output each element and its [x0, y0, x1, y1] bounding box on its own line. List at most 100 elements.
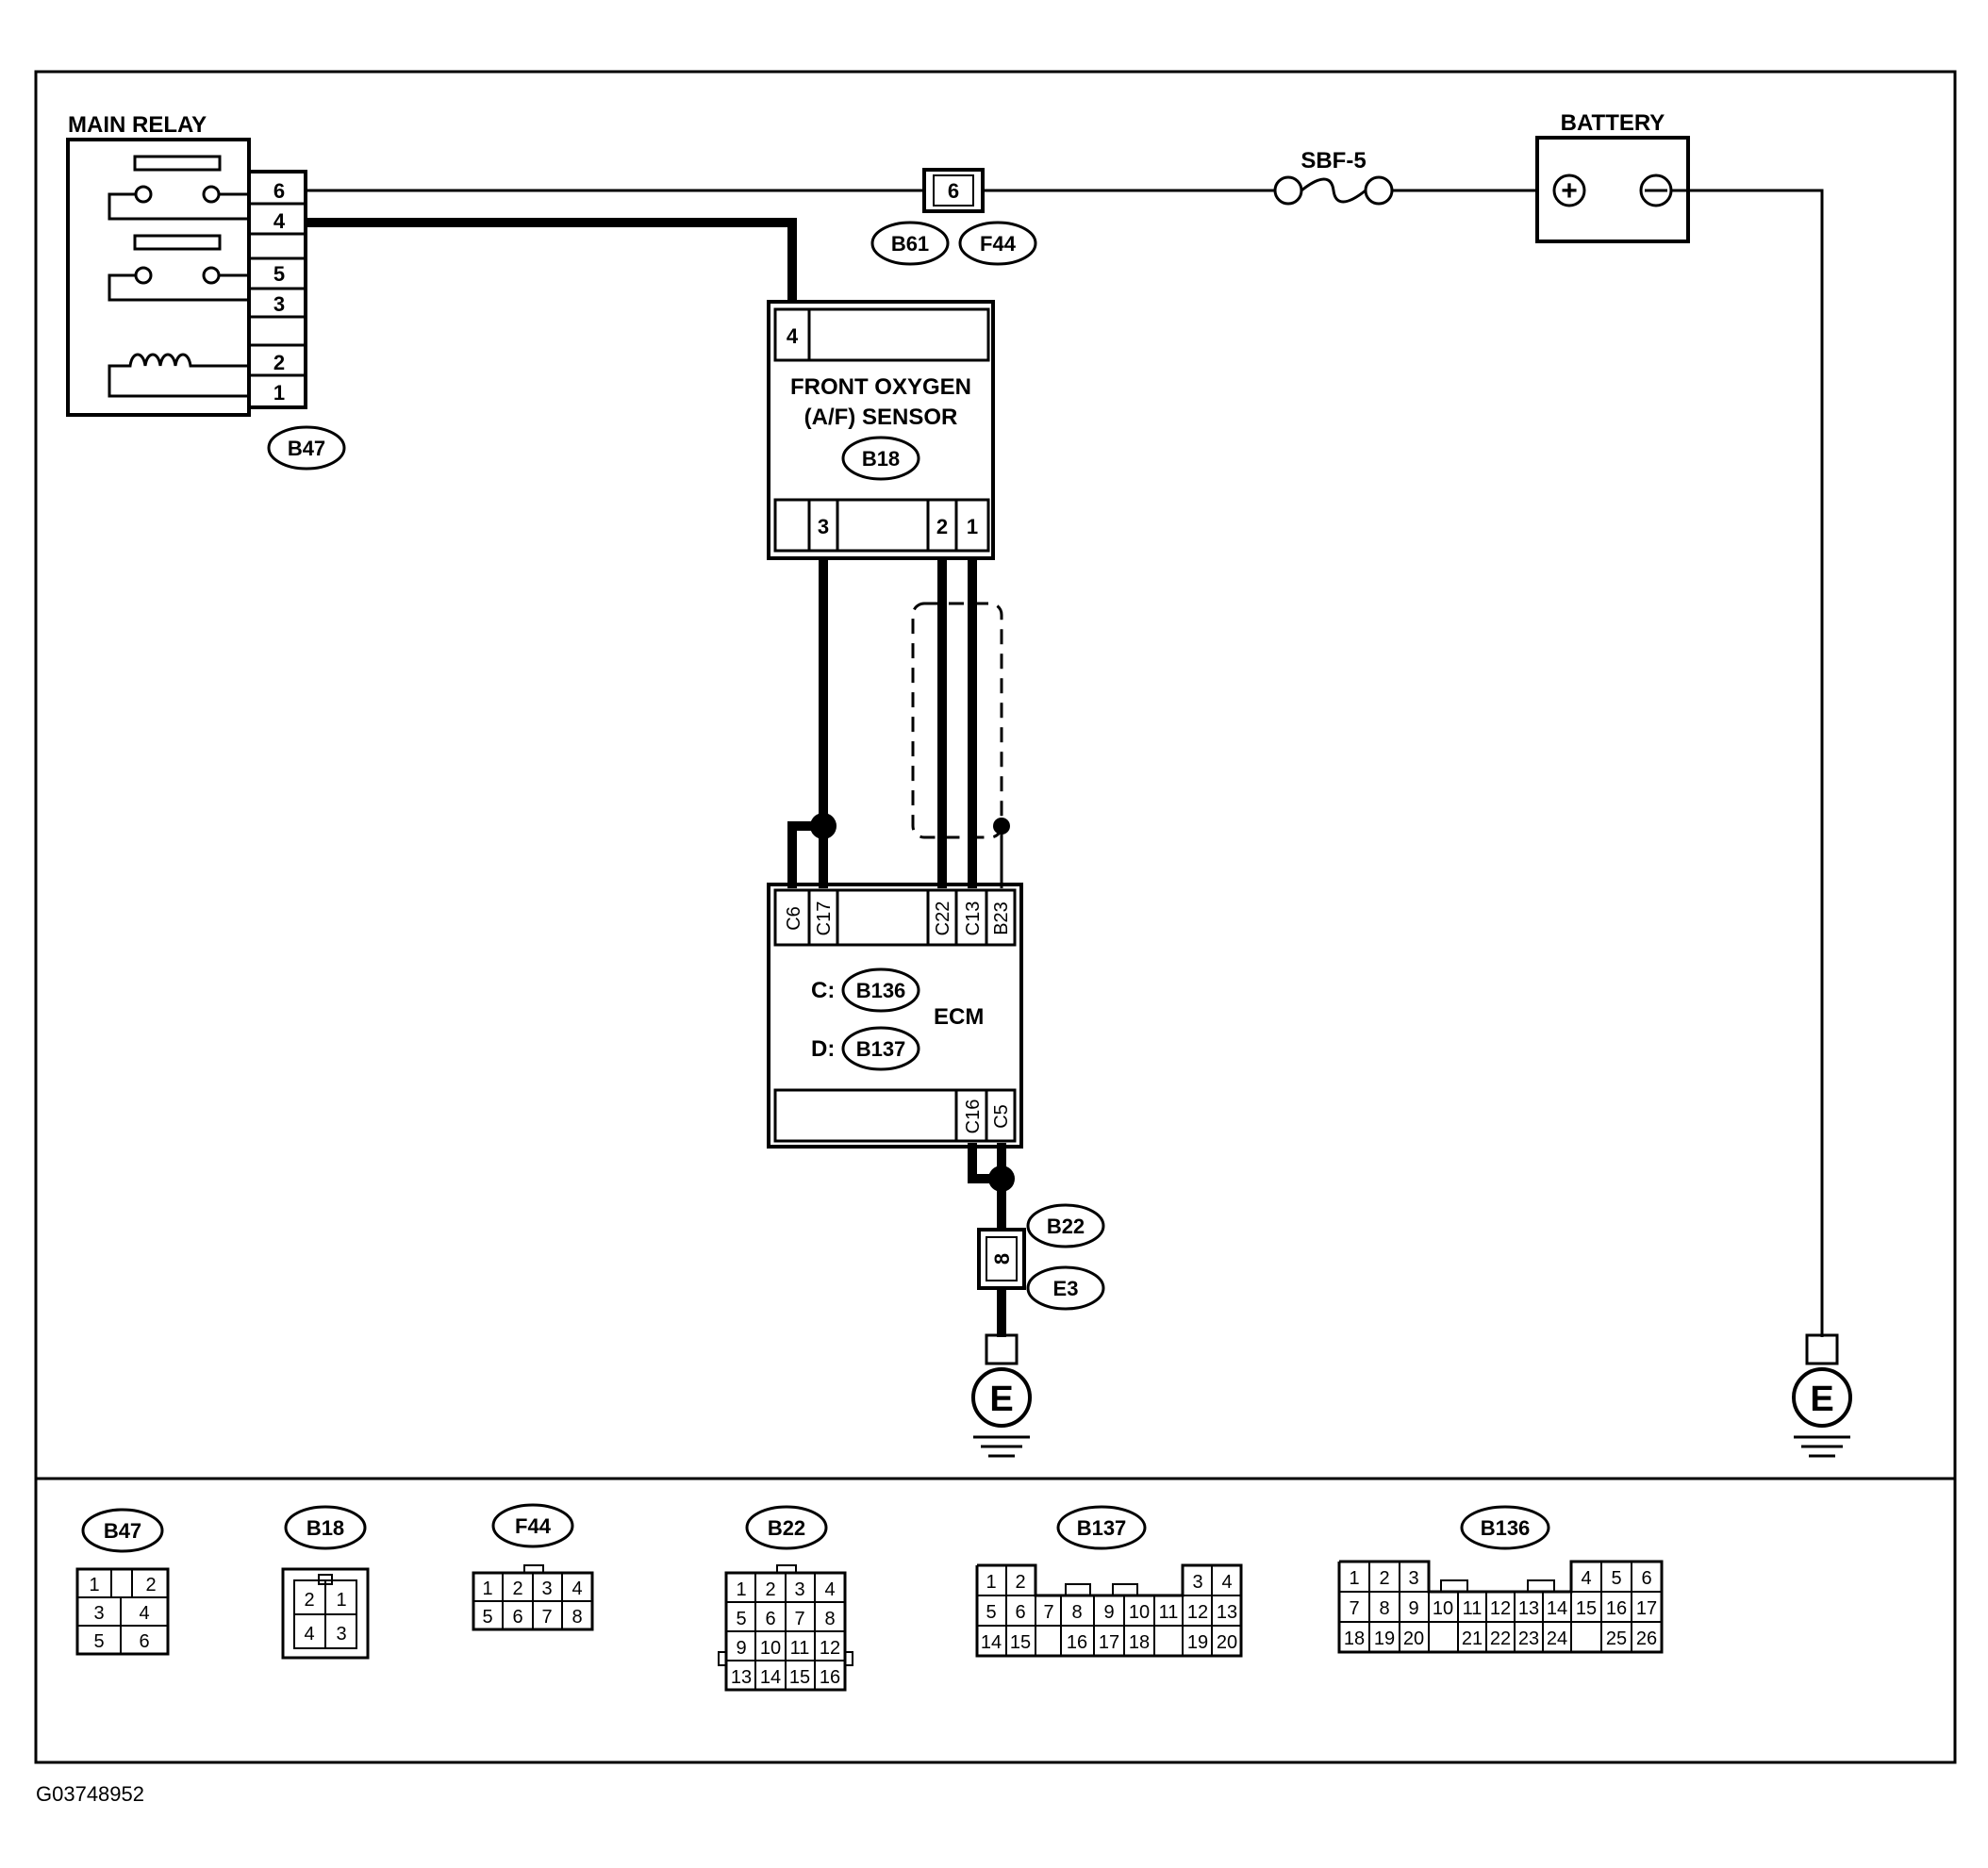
- face-pin: 13: [1217, 1602, 1237, 1623]
- face-pin: 4: [139, 1603, 149, 1624]
- face-latch: [1440, 1579, 1468, 1593]
- face-pin: 25: [1606, 1628, 1627, 1649]
- face-pin: 10: [1129, 1602, 1150, 1623]
- connector-tag-b22-label: B22: [1047, 1215, 1085, 1238]
- relay-coil-return: [108, 379, 249, 398]
- relay-contact-left-1: [134, 185, 153, 204]
- face-pin: 3: [541, 1579, 552, 1599]
- ecm-top-strip: [773, 888, 1017, 947]
- wire-relay4-sensor4: [306, 218, 797, 304]
- face-tag-f44: [491, 1503, 574, 1548]
- relay-pin-label: 1: [273, 381, 285, 405]
- face-pin: 2: [1015, 1572, 1025, 1593]
- connector-b22-pin: [986, 1236, 1018, 1281]
- relay-wire-1: [108, 192, 249, 221]
- relay-contact-bar-2: [133, 234, 222, 251]
- face-pin: 5: [482, 1607, 492, 1628]
- face-latch: [1527, 1579, 1555, 1593]
- face-pin: 18: [1129, 1632, 1150, 1653]
- face-pin: 6: [139, 1631, 149, 1652]
- face-pin: 9: [1103, 1602, 1114, 1623]
- face-pin: 15: [1576, 1598, 1597, 1619]
- ground-point-ecm: E: [971, 1333, 1032, 1458]
- face-pin: 5: [736, 1609, 746, 1629]
- face-pin: 24: [1547, 1628, 1567, 1649]
- sensor-bottom-strip: [773, 498, 990, 553]
- face-pin: 4: [824, 1579, 835, 1600]
- face-pin: 19: [1374, 1628, 1395, 1649]
- connector-tag-b136: [841, 967, 920, 1013]
- battery-positive-terminal: [1552, 174, 1586, 207]
- face-tag-b22-label: B22: [768, 1516, 805, 1540]
- connector-face-legend: B47 B18 F44 B22 B137 B136 1 2 3 4 5 6: [75, 1503, 1664, 1692]
- connector-tag-b61: [870, 221, 950, 266]
- fuse-terminal-right: [1364, 175, 1394, 206]
- ecm-c-prefix: C:: [811, 978, 835, 1003]
- ecm-pin-c6-label: C6: [784, 906, 804, 931]
- relay-contact-bar-1: [133, 155, 222, 172]
- ground-symbol-label: E: [989, 1380, 1013, 1419]
- face-pin: 2: [1379, 1568, 1389, 1589]
- face-pin: 12: [1490, 1598, 1511, 1619]
- face-pin: 17: [1099, 1632, 1119, 1653]
- ecm-pin-c5-label: C5: [991, 1104, 1012, 1129]
- face-pin: 2: [765, 1579, 775, 1600]
- face-pin: 8: [824, 1609, 835, 1629]
- front-oxygen-sensor: 4 FRONT OXYGEN (A/F) SENSOR B18 3 2 1: [767, 300, 995, 560]
- ecm-pin-c13-label: C13: [963, 901, 984, 936]
- ecm-pin-c16-label: C16: [963, 1099, 984, 1134]
- face-tag-b137: [1056, 1505, 1147, 1550]
- ecm-pin-c17-label: C17: [814, 901, 835, 936]
- face-pin: 4: [1221, 1572, 1232, 1593]
- connector-tag-e3-label: E3: [1053, 1277, 1079, 1300]
- face-pin: 3: [1192, 1572, 1202, 1593]
- face-tag-f44-label: F44: [515, 1514, 552, 1538]
- face-pin: 5: [93, 1631, 104, 1652]
- battery-label: BATTERY: [1561, 110, 1665, 136]
- face-tag-b18-label: B18: [306, 1516, 344, 1540]
- face-outline: [281, 1567, 370, 1660]
- connector-tag-b18-label: B18: [862, 447, 900, 471]
- connector-tag-b18: [841, 436, 920, 481]
- face-pin: 7: [794, 1609, 804, 1629]
- connector-face-b47: 1 2 3 4 5 6: [75, 1567, 170, 1656]
- face-pin: 14: [760, 1667, 781, 1688]
- face-tag-b137-label: B137: [1077, 1516, 1127, 1540]
- ecm-pin-c22-label: C22: [933, 901, 953, 936]
- shielded-cable: [911, 602, 1003, 839]
- face-pin: 7: [541, 1607, 552, 1628]
- shield-drain-point: [993, 818, 1010, 835]
- power-line: 6 B61 F44 SBF-5 BATTERY +: [306, 110, 1824, 1337]
- connector-face-b137: 1 2 3 4 5 6 7 8 9 10 11 12 13 14 15 16 1…: [975, 1563, 1243, 1658]
- relay-pin-label: 3: [273, 292, 285, 316]
- connector-tag-b137: [841, 1026, 920, 1071]
- sensor-pin-2-label: 2: [936, 515, 948, 538]
- face-pin: 13: [1518, 1598, 1539, 1619]
- face-pin: 23: [1518, 1628, 1539, 1649]
- face-latch: [1065, 1583, 1091, 1596]
- main-relay: MAIN RELAY 6 4 5 3 2 1 B47: [66, 112, 346, 471]
- ecm-pin-b23-label: B23: [991, 901, 1012, 935]
- face-tag-b47: [81, 1508, 164, 1553]
- face-pin: 10: [1433, 1598, 1453, 1619]
- main-relay-body: [66, 138, 251, 417]
- face-pin: 6: [1015, 1602, 1025, 1623]
- face-pin: 4: [1581, 1568, 1591, 1589]
- face-latch: [844, 1651, 853, 1666]
- connector-b61-pin-label: 6: [948, 179, 959, 203]
- face-pin: 2: [145, 1575, 156, 1595]
- ground-symbol-label: E: [1810, 1380, 1833, 1419]
- connector-tag-b137-label: B137: [856, 1037, 906, 1061]
- face-outline: [1337, 1560, 1664, 1654]
- relay-pin-label: 6: [273, 179, 285, 203]
- sensor-pin-1-label: 1: [967, 515, 978, 538]
- face-pin: 6: [512, 1607, 522, 1628]
- face-pin: 4: [572, 1579, 582, 1599]
- face-latch: [110, 1568, 133, 1598]
- ecm-label: ECM: [934, 1004, 984, 1030]
- connector-tag-b22: [1026, 1203, 1105, 1248]
- ground-terminal: [985, 1333, 1019, 1365]
- face-pin: 3: [93, 1603, 104, 1624]
- connector-tag-f44-label: F44: [980, 232, 1017, 256]
- face-pin: 11: [1463, 1598, 1483, 1619]
